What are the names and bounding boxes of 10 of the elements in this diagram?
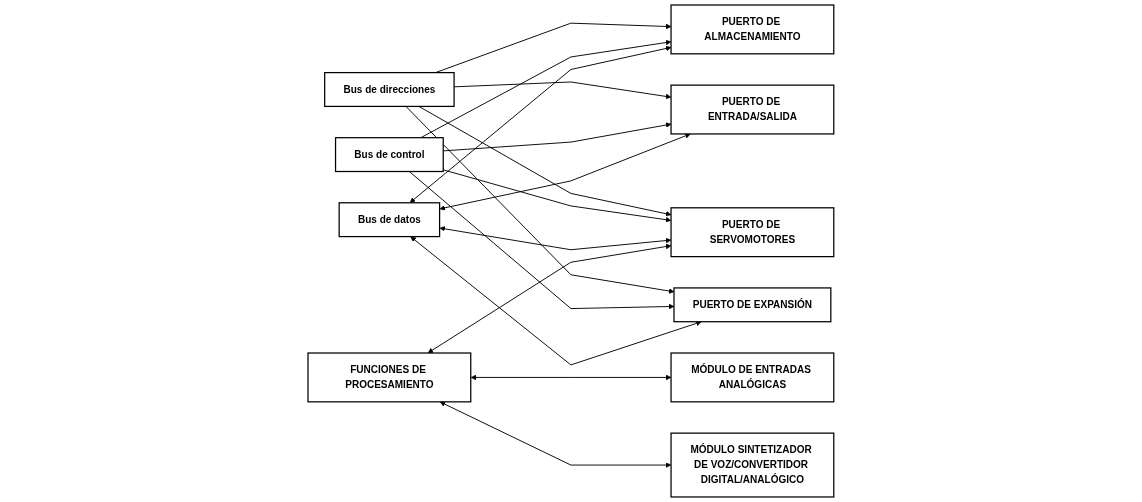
node-box: PUERTO DE SERVOMOTORES bbox=[670, 207, 835, 258]
node-box: Bus de direcciones bbox=[324, 72, 455, 108]
node-box: MÓDULO DE ENTRADAS ANALÓGICAS bbox=[670, 352, 835, 403]
node-box: Bus de control bbox=[335, 137, 444, 173]
node-box: PUERTO DE ENTRADA/SALIDA bbox=[670, 84, 835, 135]
node-box: Bus de datos bbox=[338, 202, 441, 238]
node-box: FUNCIONES DE PROCESAMIENTO bbox=[307, 352, 472, 403]
node-box: PUERTO DE EXPANSIÓN bbox=[673, 287, 832, 323]
node-box: PUERTO DE ALMACENAMIENTO bbox=[670, 4, 835, 55]
node-box: MÓDULO SINTETIZADOR DE VOZ/CONVERTIDOR DIGITAL/ANALÓGICO bbox=[670, 432, 835, 498]
